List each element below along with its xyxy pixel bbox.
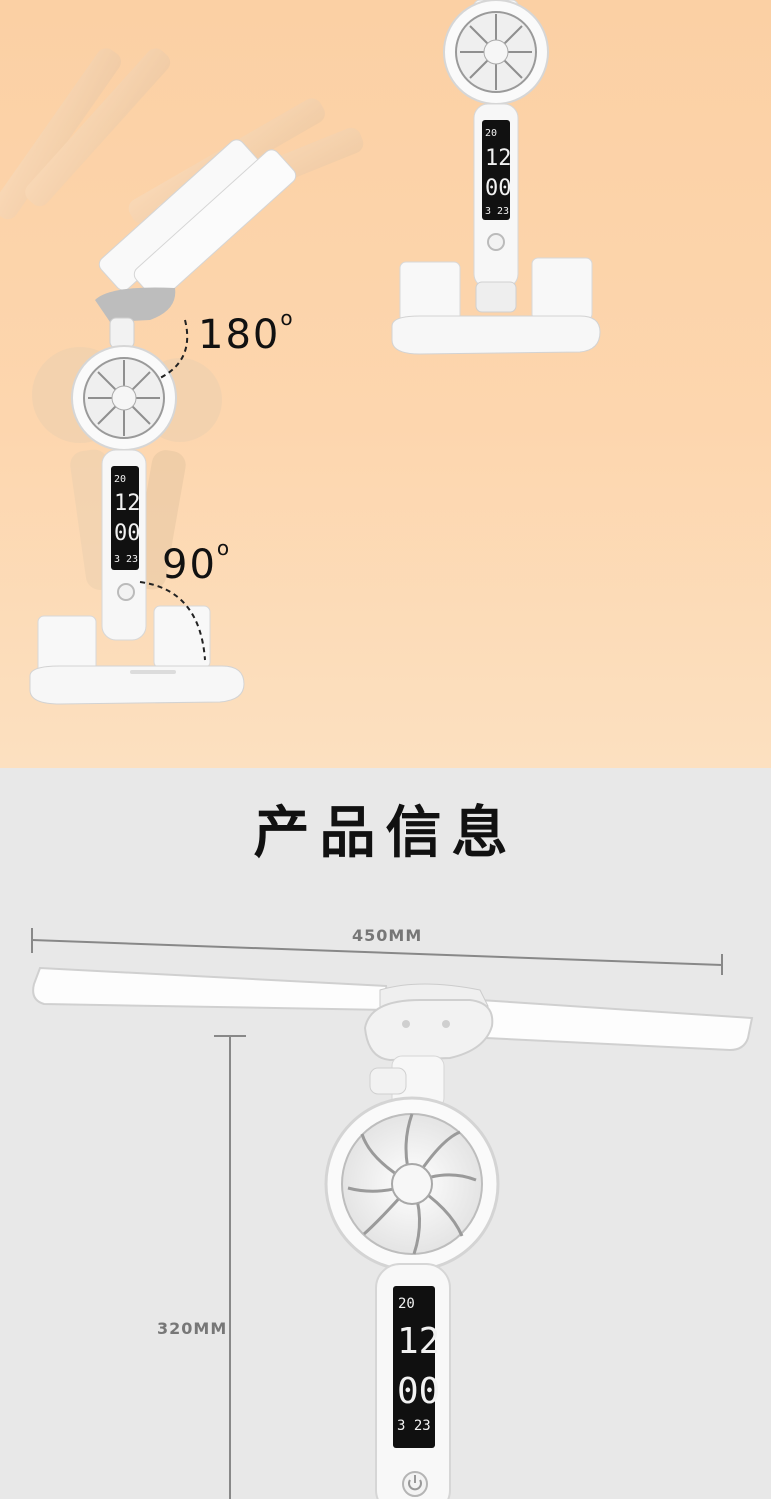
lamp-light-bars bbox=[32, 966, 754, 1052]
rotation-illustration: 20 12 00 3 23 bbox=[0, 0, 601, 705]
lcd-date: 3 23 bbox=[114, 554, 138, 565]
angle-180-label: 180o bbox=[198, 306, 295, 358]
lcd-left: 20 12 00 3 23 bbox=[114, 474, 141, 565]
lcd-main-hour: 12 bbox=[397, 1321, 440, 1362]
lcd-right-hour: 12 bbox=[485, 146, 512, 171]
fan bbox=[324, 1096, 500, 1272]
angle-90-label: 90o bbox=[162, 536, 231, 588]
lcd-temp: 20 bbox=[114, 474, 126, 485]
lcd-right-minute: 00 bbox=[485, 176, 512, 201]
angle-180-value: 180 bbox=[198, 312, 281, 358]
lcd-main-temp: 20 bbox=[398, 1296, 415, 1312]
power-button bbox=[402, 1471, 428, 1497]
lcd-minute: 00 bbox=[114, 521, 141, 546]
lamp-right-front bbox=[391, 0, 601, 355]
lcd-main-minute: 00 bbox=[397, 1371, 440, 1412]
angle-180-unit: o bbox=[280, 306, 295, 330]
width-dimension-line bbox=[31, 939, 723, 966]
lcd-digits: 20 12 00 3 23 bbox=[397, 1296, 440, 1434]
lcd-screen bbox=[393, 1286, 435, 1448]
lcd-right-temp: 20 bbox=[485, 128, 497, 139]
feature-rotation-panel: 20 12 00 3 23 bbox=[0, 0, 771, 768]
ghost-lamp-positions bbox=[0, 48, 364, 590]
lcd-main-date: 3 23 bbox=[397, 1418, 431, 1434]
angle-90-value: 90 bbox=[162, 542, 217, 588]
hinge-cap bbox=[363, 999, 494, 1062]
width-label: 450MM bbox=[352, 926, 423, 945]
product-info-panel: 产品信息 bbox=[0, 768, 771, 1499]
dimension-illustration: 20 12 00 3 23 bbox=[31, 928, 754, 1499]
section-title: 产品信息 bbox=[253, 801, 518, 866]
lamp-left-main bbox=[29, 139, 297, 705]
height-label: 320MM bbox=[157, 1319, 228, 1338]
angle-90-unit: o bbox=[216, 536, 232, 560]
lcd-right: 20 12 00 3 23 bbox=[485, 128, 512, 217]
lcd-right-date: 3 23 bbox=[485, 206, 509, 217]
lcd-hour: 12 bbox=[114, 491, 141, 516]
arc-90 bbox=[139, 581, 206, 661]
